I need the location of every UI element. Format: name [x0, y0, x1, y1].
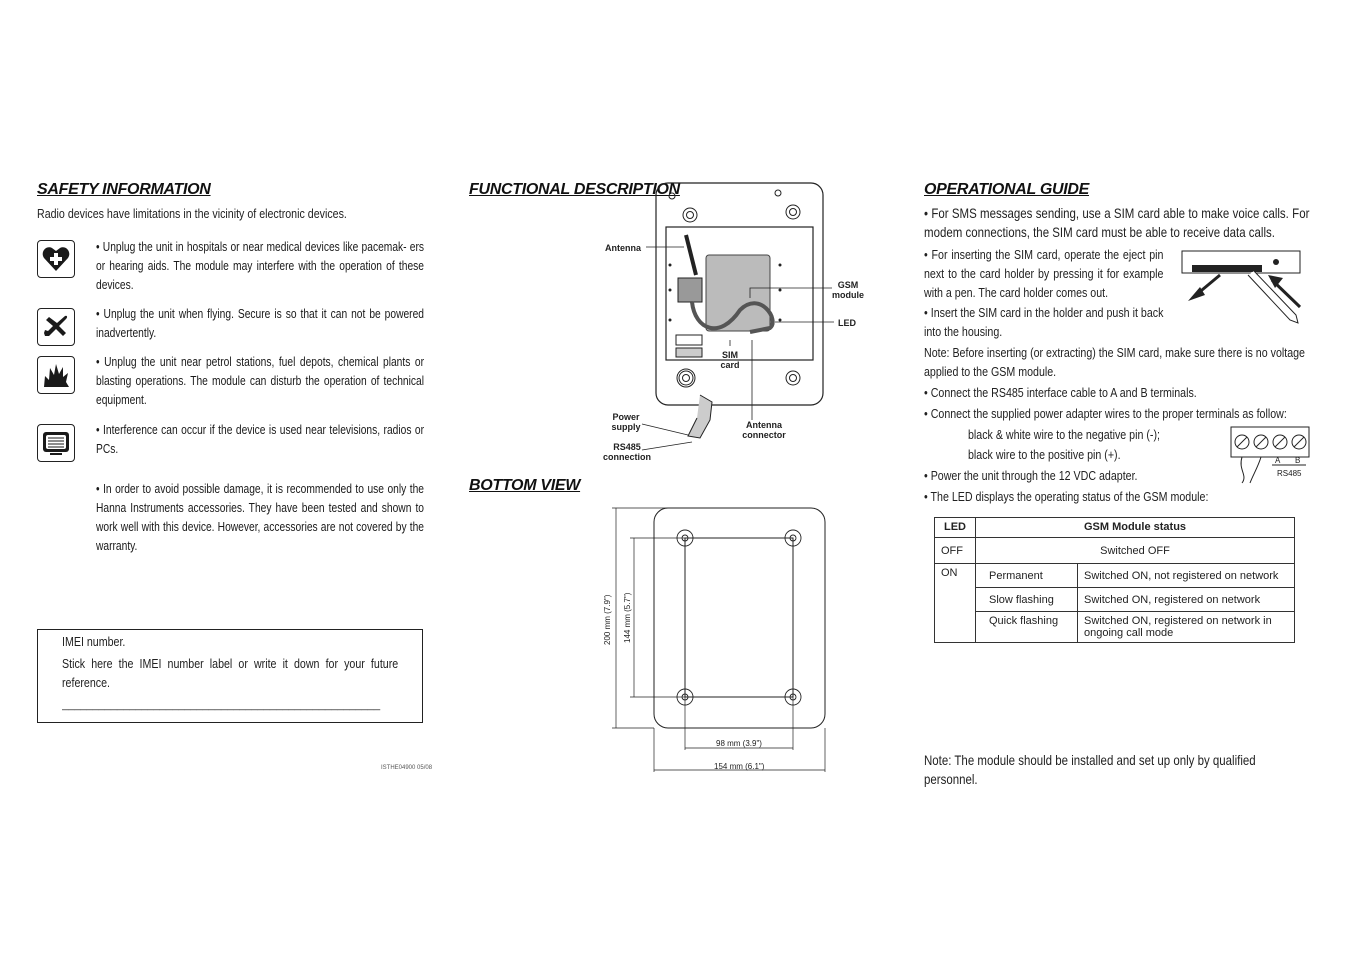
- imei-instructions: Stick here the IMEI number label or writ…: [62, 656, 399, 690]
- status-permanent: Switched ON, not registered on network: [1077, 563, 1295, 588]
- led-on-cell: ON: [934, 563, 976, 643]
- safety-item-interference: • Interference can occur if the device i…: [96, 423, 424, 456]
- imei-box[interactable]: IMEI number. Stick here the IMEI number …: [37, 629, 423, 723]
- safety-item-medical: • Unplug the unit in hospitals or near m…: [96, 240, 424, 292]
- functional-heading: FUNCTIONAL DESCRIPTION: [469, 181, 680, 198]
- op-insert-sim: • For inserting the SIM card, operate th…: [924, 247, 1164, 300]
- label-antenna: Antenna: [605, 243, 641, 253]
- led-status-table: LED GSM Module status OFF Switched OFF O…: [934, 517, 1295, 643]
- bottom-view-diagram: [612, 507, 826, 772]
- safety-intro: Radio devices have limitations in the vi…: [37, 206, 347, 221]
- op-power-wires: • Connect the supplied power adapter wir…: [924, 406, 1287, 421]
- terminal-rs485-label: RS485: [1277, 469, 1302, 478]
- off-status-cell: Switched OFF: [975, 537, 1295, 564]
- op-power-unit: • Power the unit through the 12 VDC adap…: [924, 468, 1138, 483]
- functional-diagram: [641, 182, 834, 451]
- installation-note: Note: The module should be installed and…: [924, 752, 1256, 787]
- dim-200mm: 200 mm (7.9"): [603, 594, 612, 645]
- safety-item-explosive: • Unplug the unit near petrol stations, …: [96, 355, 424, 407]
- terminal-b-label: B: [1295, 456, 1301, 465]
- label-led: LED: [838, 318, 856, 328]
- safety-item-accessories: • In order to avoid possible damage, it …: [96, 482, 424, 553]
- label-rs485-connection: RS485 connection: [602, 442, 651, 462]
- mode-slow-flashing: Slow flashing: [975, 587, 1078, 612]
- status-slow-flashing: Switched ON, registered on network: [1077, 587, 1295, 612]
- status-header: GSM Module status: [975, 517, 1295, 538]
- op-sim-type: • For SMS messages sending, use a SIM ca…: [924, 205, 1310, 240]
- imei-write-line: ________________________________________…: [62, 699, 381, 711]
- dim-154mm: 154 mm (6.1"): [714, 762, 765, 771]
- op-note-text: : Before inserting (or extracting) the S…: [924, 345, 1305, 379]
- sim-eject-illustration: [1181, 250, 1302, 324]
- op-negative-wire: black & white wire to the negative pin (…: [968, 427, 1160, 442]
- television-icon: [37, 424, 75, 462]
- operational-heading: OPERATIONAL GUIDE: [924, 181, 1089, 198]
- bottom-view-heading: BOTTOM VIEW: [469, 477, 581, 494]
- label-antenna-connector: Antenna connector: [742, 420, 786, 440]
- op-note: Note: Before inserting (or extracting) t…: [924, 343, 1309, 381]
- label-power-supply: Power supply: [611, 412, 641, 432]
- status-quick-flashing: Switched ON, registered on network in on…: [1077, 611, 1295, 643]
- dim-98mm: 98 mm (3.9"): [716, 739, 762, 748]
- dim-144mm: 144 mm (5.7"): [623, 592, 632, 643]
- mode-permanent: Permanent: [975, 563, 1078, 588]
- mode-quick-flashing: Quick flashing: [975, 611, 1078, 643]
- led-off-cell: OFF: [934, 537, 976, 564]
- label-gsm-module: GSM module: [832, 280, 865, 300]
- explosion-icon: [37, 356, 75, 394]
- op-led-status: • The LED displays the operating status …: [924, 489, 1209, 504]
- led-header: LED: [934, 517, 976, 538]
- terminal-block-illustration: [1230, 426, 1310, 484]
- label-sim-card: SIM card: [720, 350, 740, 370]
- terminal-a-label: A: [1275, 456, 1281, 465]
- op-positive-wire: black wire to the positive pin (+).: [968, 447, 1121, 462]
- imei-title: IMEI number.: [62, 634, 126, 649]
- op-push-sim: • Insert the SIM card in the holder and …: [924, 305, 1164, 339]
- medical-heart-icon: [37, 240, 75, 278]
- document-code: ISTHE04900 05/08: [381, 765, 433, 771]
- op-note-label: Note: [924, 345, 947, 360]
- airplane-icon: [37, 308, 75, 346]
- safety-item-flight: • Unplug the unit when flying. Secure is…: [96, 307, 424, 340]
- safety-heading: SAFETY INFORMATION: [37, 181, 211, 198]
- op-rs485: • Connect the RS485 interface cable to A…: [924, 385, 1197, 400]
